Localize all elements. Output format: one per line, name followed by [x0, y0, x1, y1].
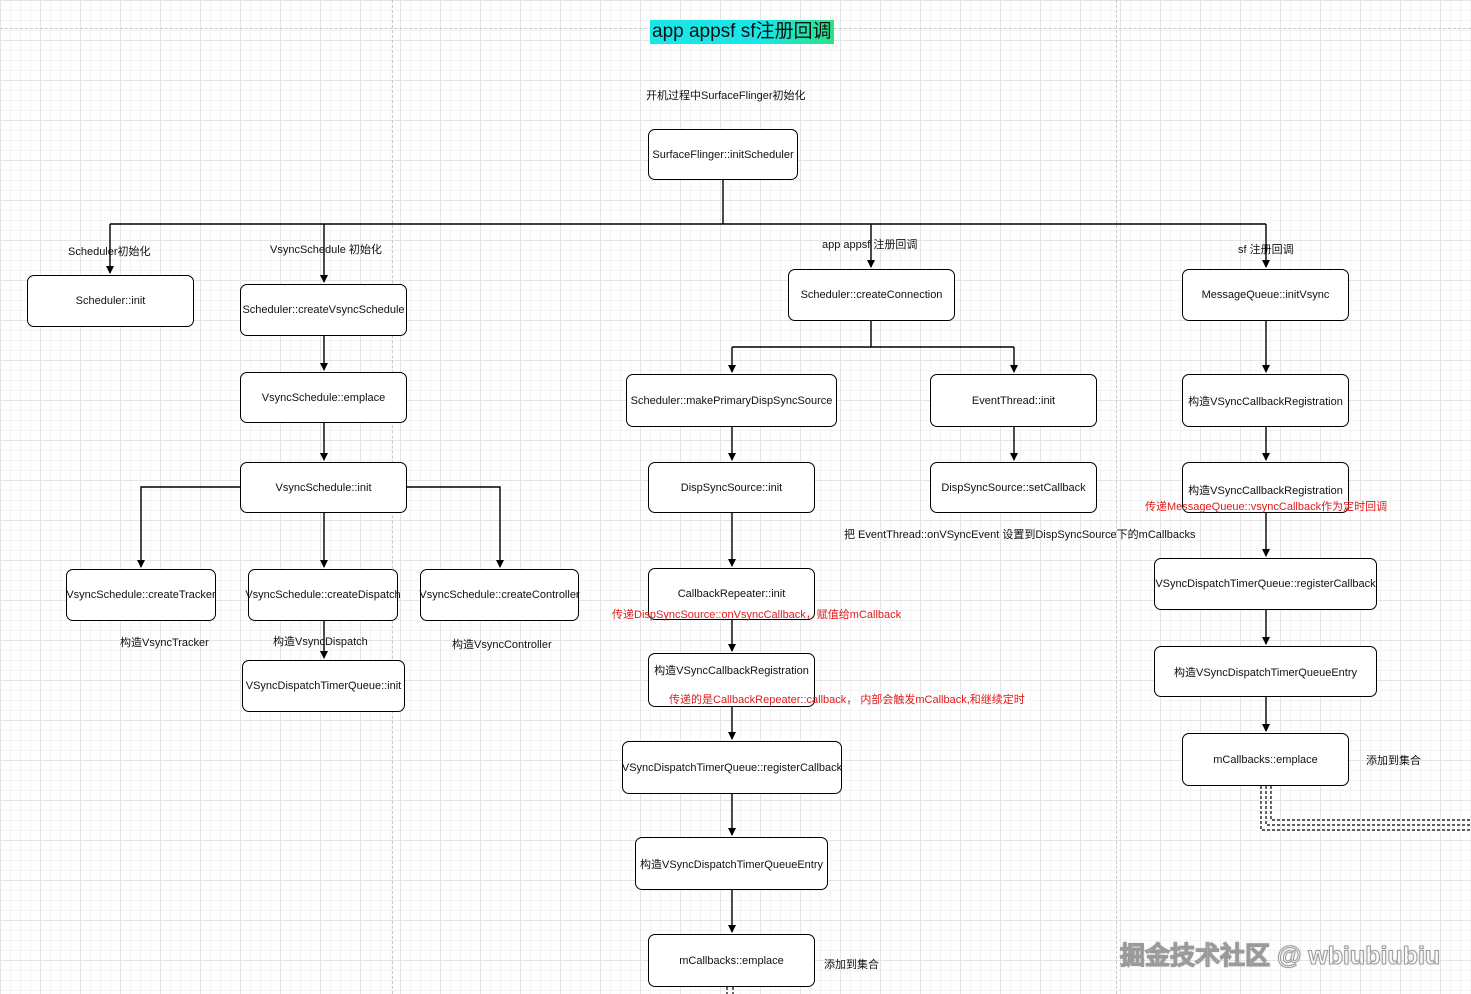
note-dispatch: 构造VsyncDispatch — [273, 636, 368, 648]
connector — [137, 486, 241, 568]
node-disp-sync-source-init[interactable]: DispSyncSource::init — [648, 462, 815, 513]
note-callback-repeater: 传递DispSyncSource::onVsyncCallback，赋值给mCa… — [612, 609, 902, 621]
watermark: 掘金技术社区 @ wbiubiubiu — [1119, 942, 1441, 971]
node-disp-sync-source-set-callback[interactable]: DispSyncSource::setCallback — [930, 462, 1097, 513]
note-emplace: 添加到集合 — [824, 959, 879, 971]
node-vsync-schedule-emplace[interactable]: VsyncSchedule::emplace — [240, 372, 407, 423]
branch-label-sf: sf 注册回调 — [1238, 244, 1294, 256]
node-create-dispatch[interactable]: VsyncSchedule::createDispatch — [245, 569, 401, 621]
node-vsync-callback-registration[interactable]: 构造VSyncCallbackRegistration — [648, 653, 815, 707]
node-surfaceflinger-init-scheduler[interactable]: SurfaceFlinger::initScheduler — [648, 129, 798, 180]
node-create-controller[interactable]: VsyncSchedule::createController — [419, 569, 580, 621]
node-right-timer-queue-entry[interactable]: 构造VSyncDispatchTimerQueueEntry — [1154, 646, 1377, 697]
branch-label-vsync-schedule-init: VsyncSchedule 初始化 — [270, 244, 382, 256]
note-registration: 传递的是CallbackRepeater::callback， 内部会触发mCa… — [669, 694, 1025, 706]
node-create-tracker[interactable]: VsyncSchedule::createTracker — [66, 569, 216, 621]
dashed-connector — [1270, 786, 1471, 821]
dashed-connector — [1260, 786, 1471, 831]
node-event-thread-init[interactable]: EventThread::init — [930, 374, 1097, 427]
node-message-queue-init-vsync[interactable]: MessageQueue::initVsync — [1182, 269, 1349, 321]
node-timer-queue-entry[interactable]: 构造VSyncDispatchTimerQueueEntry — [635, 837, 828, 890]
connector — [407, 486, 504, 568]
note-right-emplace: 添加到集合 — [1366, 755, 1421, 767]
note-set-callback: 把 EventThread::onVSyncEvent 设置到DispSyncS… — [844, 529, 1196, 541]
branch-label-scheduler-init: Scheduler初始化 — [68, 246, 151, 258]
dashed-connector — [1265, 786, 1471, 826]
note-tracker: 构造VsyncTracker — [120, 637, 209, 649]
node-mcallbacks-emplace[interactable]: mCallbacks::emplace — [648, 934, 815, 987]
node-create-connection[interactable]: Scheduler::createConnection — [788, 269, 955, 321]
node-register-callback[interactable]: VSyncDispatchTimerQueue::registerCallbac… — [622, 741, 842, 794]
node-right-mcallbacks-emplace[interactable]: mCallbacks::emplace — [1182, 733, 1349, 786]
node-vsync-callback-registration-2[interactable]: 构造VSyncCallbackRegistration — [1182, 462, 1349, 513]
note-message-queue-callback: 传递MessageQueue::vsyncCallback作为定时回调 — [1145, 501, 1388, 513]
page-break-vertical — [1116, 0, 1117, 994]
subtitle: 开机过程中SurfaceFlinger初始化 — [646, 90, 806, 102]
node-right-register-callback[interactable]: VSyncDispatchTimerQueue::registerCallbac… — [1154, 558, 1377, 610]
node-make-primary-disp-sync-source[interactable]: Scheduler::makePrimaryDispSyncSource — [626, 374, 837, 427]
node-vsync-callback-registration-1[interactable]: 构造VSyncCallbackRegistration — [1182, 374, 1349, 427]
node-vsync-schedule-init[interactable]: VsyncSchedule::init — [240, 462, 407, 513]
branch-label-app-appsf: app appsf 注册回调 — [822, 239, 918, 251]
node-scheduler-init[interactable]: Scheduler::init — [27, 275, 194, 327]
diagram-title: app appsf sf注册回调 — [650, 20, 834, 44]
node-timer-queue-init[interactable]: VSyncDispatchTimerQueue::init — [242, 660, 405, 712]
note-controller: 构造VsyncController — [452, 639, 552, 651]
node-create-vsync-schedule[interactable]: Scheduler::createVsyncSchedule — [240, 284, 407, 336]
node-callback-repeater-init[interactable]: CallbackRepeater::init — [648, 568, 815, 620]
